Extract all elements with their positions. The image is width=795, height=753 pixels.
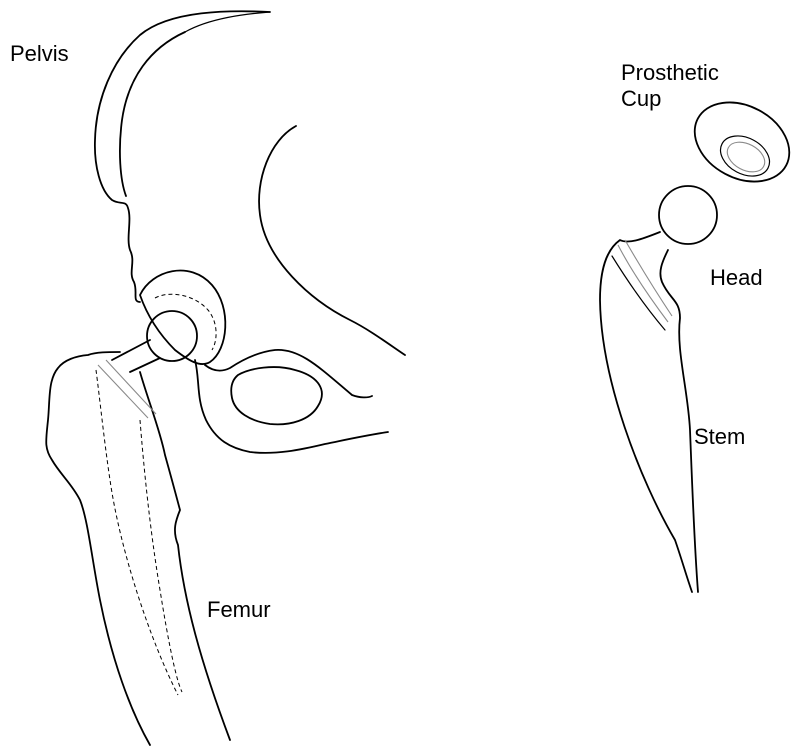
implanted-neck	[112, 340, 160, 372]
obturator-foramen	[231, 367, 322, 424]
pelvis-label: Pelvis	[10, 41, 69, 67]
femur-outline-right	[140, 372, 230, 740]
prosthetic-cup-label-line1: Prosthetic	[621, 60, 719, 86]
prosthetic-cup-label: Prosthetic Cup	[621, 60, 719, 112]
prosthetic-cup-inner-rim	[722, 136, 770, 178]
implanted-stem	[96, 370, 182, 695]
prosthetic-cup-label-line2: Cup	[621, 86, 719, 112]
pelvis-right-contour	[259, 126, 405, 355]
femur-label: Femur	[207, 597, 271, 623]
implanted-cup-liner	[155, 294, 216, 350]
pelvis-crest-top	[185, 12, 270, 32]
prosthesis-components	[600, 87, 795, 592]
femur-outline	[46, 352, 150, 745]
stem-label: Stem	[694, 424, 745, 450]
prosthetic-stem	[600, 232, 698, 592]
implanted-head	[147, 311, 197, 361]
pelvis-outline	[95, 11, 270, 302]
pelvis-lower-contour	[195, 360, 388, 453]
implanted-stem-collar	[98, 360, 156, 418]
prosthetic-stem-collar	[618, 240, 672, 322]
pelvis-lower-inner	[205, 350, 372, 398]
prosthetic-cup-inner	[714, 128, 777, 184]
assembled-hip	[46, 11, 405, 745]
head-label: Head	[710, 265, 763, 291]
prosthetic-head	[659, 186, 717, 244]
pelvis-crest-band	[120, 32, 185, 196]
